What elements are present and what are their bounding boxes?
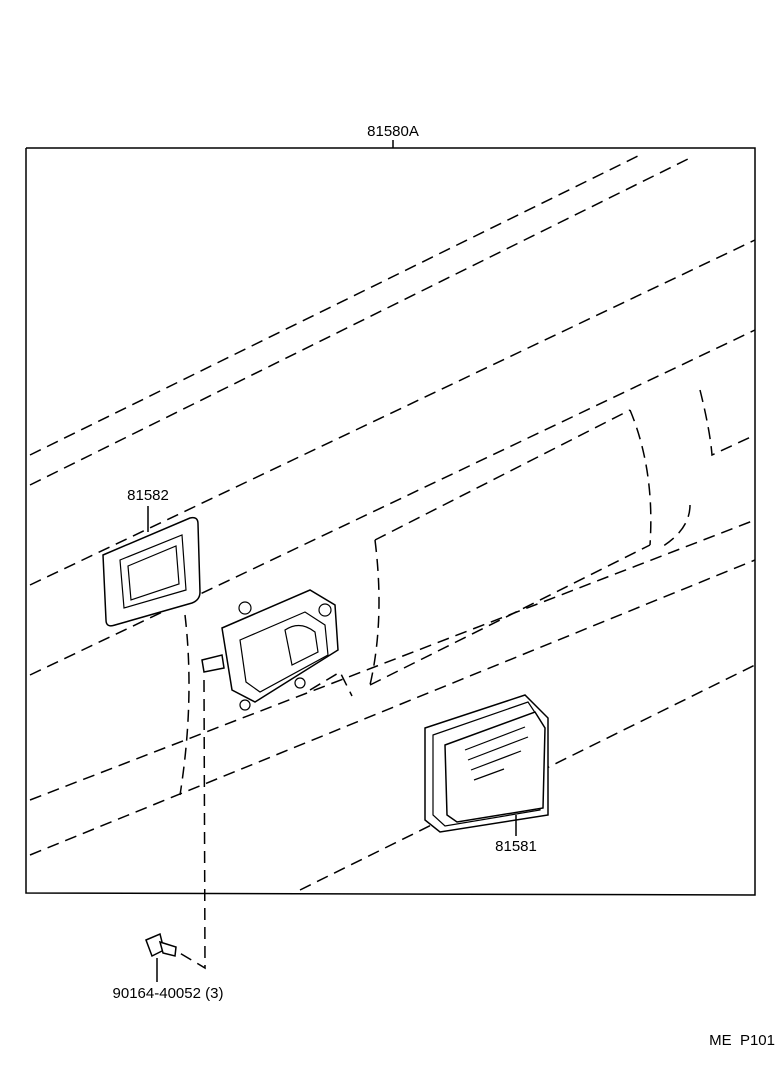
- gasket-part: [102, 506, 201, 627]
- lens-part: [424, 694, 549, 836]
- label-gasket: 81582: [127, 487, 169, 504]
- label-lens: 81581: [495, 838, 537, 855]
- label-screw: 90164-40052 (3): [113, 985, 224, 1002]
- assembly-outline: [25, 140, 756, 896]
- label-assembly: 81580A: [367, 123, 419, 140]
- screw-part: [145, 679, 206, 982]
- body-contour-lines: [29, 154, 756, 891]
- lamp-housing-part: [201, 589, 339, 711]
- label-page-ref: ME P101: [709, 1032, 775, 1049]
